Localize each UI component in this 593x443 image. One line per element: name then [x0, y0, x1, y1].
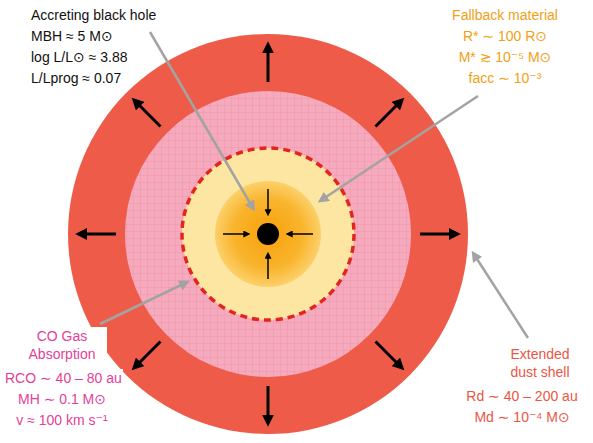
parameter-label: R* ∼ 100 R⊙	[462, 27, 548, 45]
outflow-arrow	[139, 105, 160, 126]
leader-arrow	[150, 32, 250, 203]
inflow-arrow	[267, 258, 269, 279]
heading-label: CO Gas Absorption	[17, 327, 107, 363]
inflow-arrows	[223, 189, 313, 279]
dashed-boundary	[182, 148, 354, 320]
leader-arrow	[100, 285, 181, 324]
parameter-label: MBH ≈ 5 M⊙	[30, 27, 114, 45]
parameter-label: M* ≳ 10⁻⁵ M⊙	[458, 48, 553, 66]
parameter-label: L/Lprog ≈ 0.07	[30, 69, 122, 87]
inflow-arrow	[292, 233, 313, 235]
co-gas-region	[125, 91, 411, 377]
heading-label: Fallback material	[451, 6, 559, 24]
fallback-core	[215, 181, 321, 287]
parameter-label: v ≈ 100 km s⁻¹	[15, 411, 108, 429]
inflow-arrow	[223, 233, 244, 235]
outflow-arrow	[376, 342, 397, 363]
leader-arrows	[100, 32, 528, 338]
parameter-label: Rd ∼ 40 – 200 au	[465, 387, 578, 405]
parameter-label: MH ∼ 0.1 M⊙	[17, 390, 107, 408]
outflow-arrow	[376, 105, 397, 126]
outflow-arrow	[420, 233, 450, 236]
leader-arrow	[477, 259, 528, 338]
inflow-arrow	[267, 189, 269, 210]
outflow-arrow	[139, 342, 160, 363]
outflow-arrows	[86, 52, 450, 416]
fallback-region	[182, 148, 354, 320]
parameter-label: facc ∼ 10⁻³	[468, 69, 543, 87]
leader-arrow	[326, 96, 478, 197]
outflow-arrow	[86, 233, 116, 236]
heading-label: Accreting black hole	[30, 6, 157, 24]
parameter-label: Md ∼ 10⁻⁴ M⊙	[473, 408, 570, 426]
outflow-arrow	[267, 52, 270, 82]
heading-label: Extended dust shell	[498, 345, 582, 381]
outflow-arrow	[267, 386, 270, 416]
black-hole	[257, 223, 279, 245]
dust-shell	[68, 34, 468, 434]
parameter-label: RCO ∼ 40 – 80 au	[4, 369, 123, 387]
parameter-label: log L/L⊙ ≈ 3.88	[30, 48, 128, 66]
